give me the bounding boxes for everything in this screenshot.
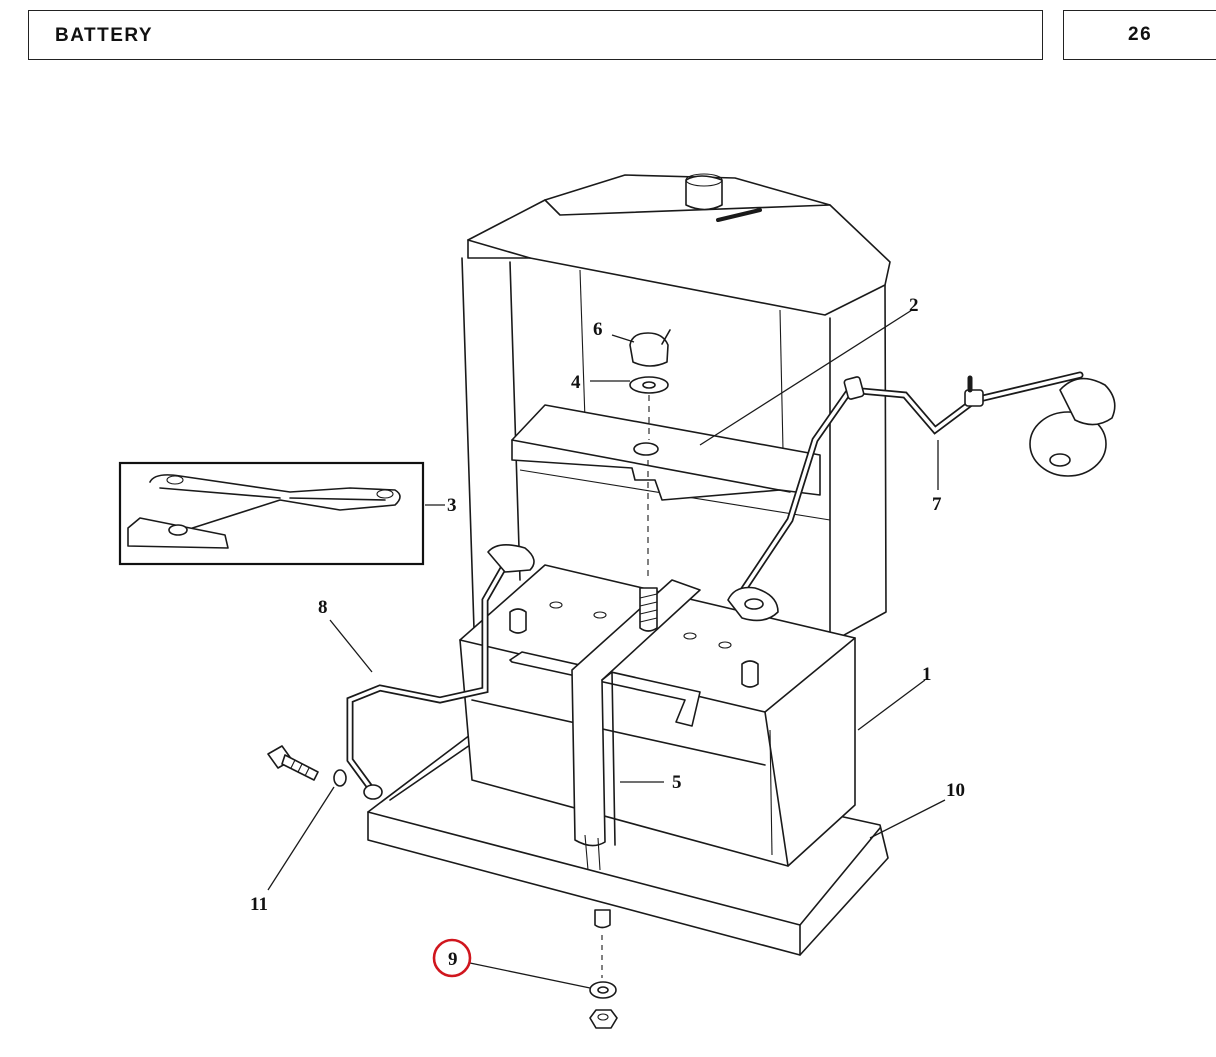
clamp-nut	[629, 329, 671, 367]
clamp-strap	[571, 579, 701, 871]
section-title: BATTERY	[55, 25, 154, 46]
hold-down-bracket	[511, 404, 821, 501]
callout-8: 8	[318, 597, 328, 618]
callout-2: 2	[909, 295, 919, 316]
battery-cable-positive	[727, 371, 1116, 622]
callout-1: 1	[922, 664, 932, 685]
washer	[629, 376, 669, 394]
callout-6: 6	[593, 319, 603, 340]
callout-7: 7	[932, 494, 942, 515]
callout-10: 10	[946, 780, 965, 801]
tray-nut	[589, 909, 618, 1029]
inset-detail-box	[118, 461, 425, 566]
tray-bolt	[267, 745, 347, 787]
callout-highlight-ring	[432, 938, 472, 978]
leader-lines	[267, 309, 946, 989]
callout-11: 11	[250, 894, 268, 915]
callout-9: 9	[448, 949, 458, 970]
callout-4: 4	[571, 372, 581, 393]
radiator-panel	[461, 173, 891, 661]
page-number-box: 26	[1063, 10, 1216, 60]
earth-strap	[346, 544, 535, 800]
battery-body	[459, 564, 856, 867]
callout-labels: 1 2 3 4 5 6 7 8 9 10 11	[250, 295, 965, 970]
callout-3: 3	[447, 495, 457, 516]
section-title-box: BATTERY	[28, 10, 1043, 60]
page-number: 26	[1128, 24, 1153, 45]
callout-5: 5	[672, 772, 682, 793]
